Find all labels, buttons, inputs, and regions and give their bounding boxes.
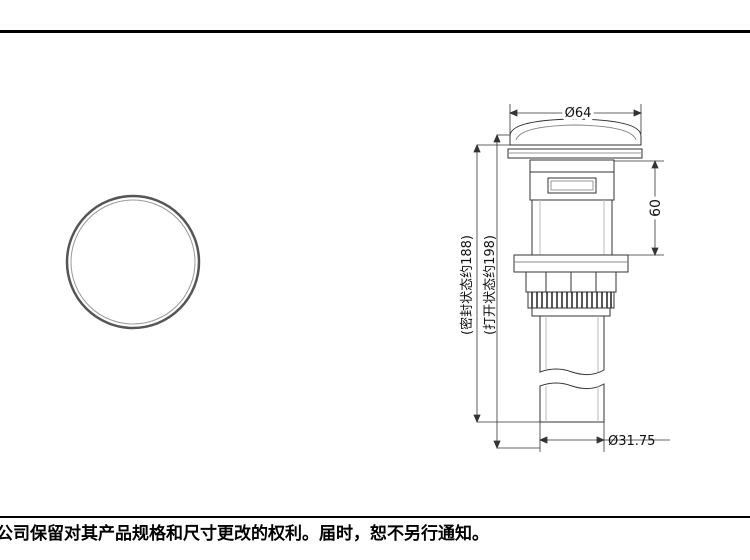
top-view-inner-circle: [70, 199, 196, 325]
cap-dome: [509, 118, 642, 146]
dim-cap-height: [614, 159, 664, 257]
body-window-inner: [550, 180, 594, 191]
side-view: [507, 118, 643, 423]
top-rule: [0, 30, 750, 33]
footer-note: 公司保留对其产品规格和尺寸更改的权利。届时，恕不另行通知。: [0, 524, 489, 544]
thread-band: [527, 291, 615, 309]
dim-top-diameter-label: Ø64: [565, 106, 592, 121]
thread-lower: [531, 307, 611, 317]
tail-upper: [539, 315, 605, 376]
body-stem: [531, 199, 613, 256]
top-view-outer-circle: [65, 194, 201, 330]
body-upper: [529, 159, 615, 201]
tail-lower: [539, 382, 605, 423]
flange: [513, 254, 629, 273]
bottom-rule: [0, 516, 750, 518]
body-window: [547, 177, 597, 194]
dim-overall-heights: [473, 133, 540, 450]
dim-sealed-height-label: (密封状态约188): [459, 235, 475, 335]
thread-lines: [531, 292, 612, 308]
top-view: [65, 194, 201, 330]
dim-top-diameter: [508, 104, 643, 134]
cap-dome-inner: [515, 124, 637, 141]
dim-open-height-label: (打开状态约198): [483, 235, 498, 335]
dim-tail-diameter-label: Ø31.75: [608, 434, 655, 449]
dim-cap-height-label: 60: [648, 199, 664, 217]
dim-tail-diameter: [538, 422, 670, 452]
